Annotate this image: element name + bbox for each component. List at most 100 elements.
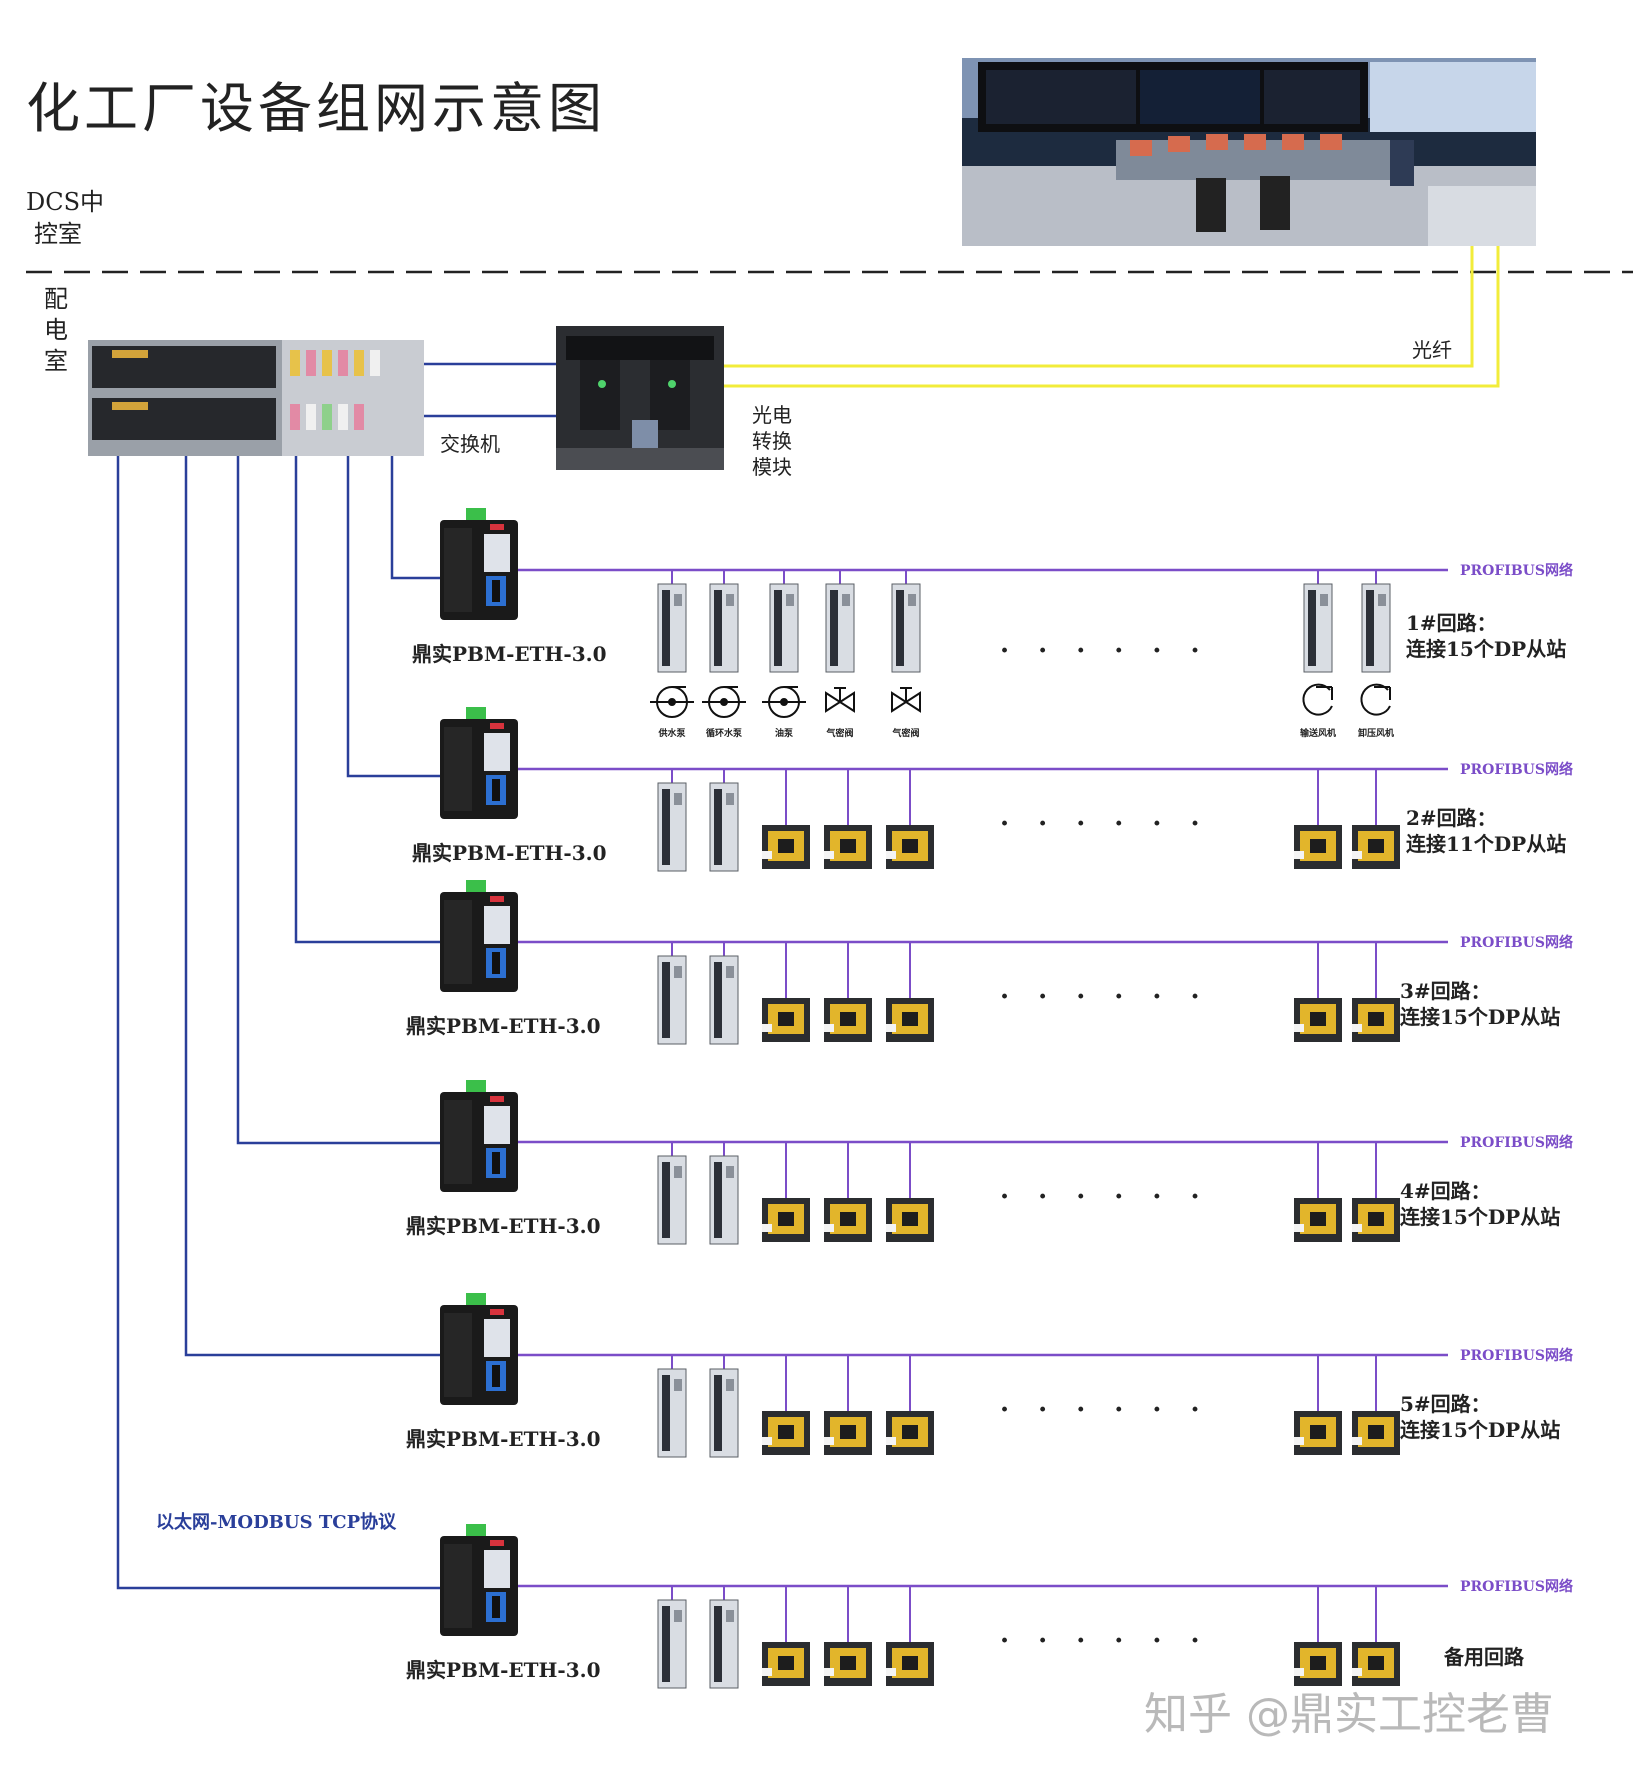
loop-4-desc: 连接15个DP从站 xyxy=(1400,1205,1561,1229)
vfd-loop6-2 xyxy=(709,1599,739,1689)
breaker-loop4-3 xyxy=(886,1198,934,1242)
breaker-loop2-2 xyxy=(824,825,872,869)
ellipsis-2: · · · · · · xyxy=(1000,809,1210,839)
ellipsis-5: · · · · · · xyxy=(1000,1395,1210,1425)
device-label-6: 输送风机 xyxy=(1299,729,1336,739)
gateway-label-2: 鼎实PBM-ETH-3.0 xyxy=(412,841,607,865)
pump-icon xyxy=(762,686,806,718)
breaker-loop6-right-1 xyxy=(1294,1642,1342,1686)
valve-icon xyxy=(825,687,855,713)
device-label-3: 油泵 xyxy=(774,729,793,739)
ethernet-protocol-label: 以太网-MODBUS TCP协议 xyxy=(156,1512,397,1533)
switch-photo xyxy=(88,340,424,456)
loop-1-desc: 连接15个DP从站 xyxy=(1406,637,1567,661)
breaker-loop2-3 xyxy=(886,825,934,869)
fiber-cable-a xyxy=(724,246,1474,368)
fiber-cable-b xyxy=(724,246,1500,388)
pump-icon xyxy=(702,686,746,718)
ellipsis-4: · · · · · · xyxy=(1000,1182,1210,1212)
vfd-loop1-3 xyxy=(769,583,799,673)
vfd-loop4-1 xyxy=(657,1155,687,1245)
loop-6-title: 备用回路 xyxy=(1444,1645,1524,1669)
device-label-4: 气密阀 xyxy=(826,729,854,739)
vfd-loop1-right-1 xyxy=(1303,583,1333,673)
gateway-label-5: 鼎实PBM-ETH-3.0 xyxy=(406,1427,601,1451)
breaker-loop3-3 xyxy=(886,998,934,1042)
vfd-loop6-1 xyxy=(657,1599,687,1689)
loop-3-desc: 连接15个DP从站 xyxy=(1400,1005,1561,1029)
breaker-loop3-right-2 xyxy=(1352,998,1400,1042)
ellipsis-3: · · · · · · xyxy=(1000,982,1210,1012)
device-label-1: 供水泵 xyxy=(658,729,686,739)
gateway-5 xyxy=(440,1293,518,1405)
ethernet-trunks xyxy=(116,456,440,1590)
loop-2-desc: 连接11个DP从站 xyxy=(1406,832,1567,856)
loop-5-title: 5#回路： xyxy=(1400,1392,1491,1416)
vfd-loop5-2 xyxy=(709,1368,739,1458)
breaker-loop3-1 xyxy=(762,998,810,1042)
fan-icon xyxy=(1360,683,1391,716)
gateway-1 xyxy=(440,508,518,620)
breaker-loop5-right-1 xyxy=(1294,1411,1342,1455)
breaker-loop4-2 xyxy=(824,1198,872,1242)
breaker-loop4-1 xyxy=(762,1198,810,1242)
profibus-label-2: PROFIBUS网络 xyxy=(1460,762,1573,778)
gateway-6 xyxy=(440,1524,518,1636)
vfd-loop1-2 xyxy=(709,583,739,673)
converter-label: 光电 转换 模块 xyxy=(752,403,792,479)
breaker-loop5-1 xyxy=(762,1411,810,1455)
device-label-2: 循环水泵 xyxy=(705,729,742,739)
pump-icon xyxy=(650,686,694,718)
gateway-4 xyxy=(440,1080,518,1192)
profibus-label-5: PROFIBUS网络 xyxy=(1460,1348,1573,1364)
vfd-loop1-4 xyxy=(825,583,855,673)
breaker-loop6-1 xyxy=(762,1642,810,1686)
gateway-3 xyxy=(440,880,518,992)
watermark: 知乎 @鼎实工控老曹 xyxy=(1144,1689,1554,1740)
breaker-loop6-2 xyxy=(824,1642,872,1686)
vfd-loop3-2 xyxy=(709,955,739,1045)
gateway-2 xyxy=(440,707,518,819)
vfd-loop4-2 xyxy=(709,1155,739,1245)
vfd-loop1-5 xyxy=(891,583,921,673)
profibus-label-3: PROFIBUS网络 xyxy=(1460,935,1573,951)
vfd-loop5-1 xyxy=(657,1368,687,1458)
device-label-7: 卸压风机 xyxy=(1357,729,1394,739)
loop-2-title: 2#回路： xyxy=(1406,806,1497,830)
vfd-loop2-2 xyxy=(709,782,739,872)
breaker-loop5-3 xyxy=(886,1411,934,1455)
ellipsis-6: · · · · · · xyxy=(1000,1626,1210,1656)
vfd-loop1-1 xyxy=(657,583,687,673)
breaker-loop3-2 xyxy=(824,998,872,1042)
loop-1-title: 1#回路： xyxy=(1406,611,1497,635)
vfd-loop3-1 xyxy=(657,955,687,1045)
breaker-loop4-right-2 xyxy=(1352,1198,1400,1242)
loop-4-title: 4#回路： xyxy=(1400,1179,1491,1203)
breaker-loop2-1 xyxy=(762,825,810,869)
breaker-loop5-right-2 xyxy=(1352,1411,1400,1455)
breaker-loop3-right-1 xyxy=(1294,998,1342,1042)
profibus-label-1: PROFIBUS网络 xyxy=(1460,563,1573,579)
profibus-label-4: PROFIBUS网络 xyxy=(1460,1135,1573,1151)
dcs-zone-label: DCS中 控室 xyxy=(26,188,105,248)
loop-3-title: 3#回路： xyxy=(1400,979,1491,1003)
ellipsis-1: · · · · · · xyxy=(1000,636,1210,666)
gateway-label-3: 鼎实PBM-ETH-3.0 xyxy=(406,1014,601,1038)
breaker-loop2-right-2 xyxy=(1352,825,1400,869)
power-room-label: 配 电 室 xyxy=(44,285,68,375)
switch-label: 交换机 xyxy=(440,432,500,456)
converter-photo xyxy=(556,326,724,470)
diagram-title: 化工厂设备组网示意图 xyxy=(26,77,606,140)
vfd-loop1-right-2 xyxy=(1361,583,1391,673)
loop-5-desc: 连接15个DP从站 xyxy=(1400,1418,1561,1442)
device-label-5: 气密阀 xyxy=(892,729,920,739)
profibus-label-6: PROFIBUS网络 xyxy=(1460,1579,1573,1595)
breaker-loop4-right-1 xyxy=(1294,1198,1342,1242)
breaker-loop2-right-1 xyxy=(1294,825,1342,869)
fiber-label: 光纤 xyxy=(1412,338,1452,362)
gateway-label-1: 鼎实PBM-ETH-3.0 xyxy=(412,642,607,666)
gateway-label-4: 鼎实PBM-ETH-3.0 xyxy=(406,1214,601,1238)
breaker-loop6-right-2 xyxy=(1352,1642,1400,1686)
valve-icon xyxy=(891,687,921,713)
